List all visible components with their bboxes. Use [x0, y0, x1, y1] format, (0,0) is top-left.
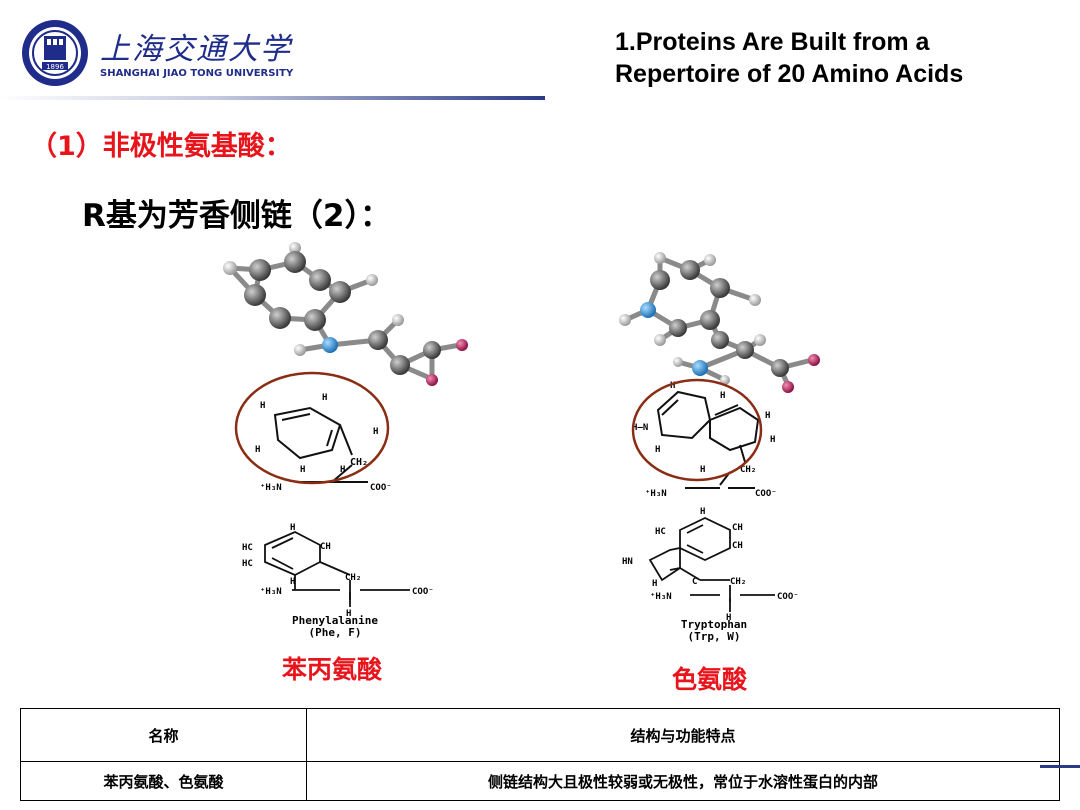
tryptophan-label-cn: 色氨酸 [672, 665, 748, 694]
tryptophan-structural-formula: H HC CH CH HN H C CH₂ ⁺H₃N COO⁻ H Trypto… [622, 507, 799, 643]
amino-acid-info-table: 名称 结构与功能特点 苯丙氨酸、色氨酸 侧链结构大且极性较弱或无极性，常位于水溶… [20, 708, 1060, 801]
phenylalanine-ball-stick-model [223, 242, 468, 386]
svg-text:CH₂: CH₂ [740, 465, 756, 475]
section-subheading: R基为芳香侧链（2）： [82, 198, 391, 234]
svg-text:H: H [290, 577, 295, 587]
svg-text:H: H [770, 435, 775, 445]
svg-text:⁺H₃N: ⁺H₃N [645, 489, 667, 499]
svg-text:H: H [700, 507, 705, 517]
svg-text:CH: CH [732, 523, 743, 533]
phenylalanine-highlight-circle [234, 371, 390, 485]
header-divider [0, 96, 545, 100]
amino-acid-structures-figure: H H H H H H CH₂ ⁺H₃N COO⁻ H HC HC CH H C… [223, 242, 820, 643]
svg-text:H: H [670, 381, 675, 391]
svg-text:H: H [300, 465, 305, 475]
table-row: 苯丙氨酸、色氨酸 侧链结构大且极性较弱或无极性，常位于水溶性蛋白的内部 [20, 761, 1060, 801]
svg-text:HC: HC [655, 527, 666, 537]
svg-text:COO⁻: COO⁻ [755, 489, 777, 499]
svg-text:HC: HC [242, 543, 253, 553]
svg-text:H: H [652, 579, 657, 589]
svg-text:⁺H₃N: ⁺H₃N [260, 483, 282, 493]
svg-text:H: H [346, 609, 351, 619]
phenylalanine-abbrev: (Phe, F) [309, 626, 362, 639]
svg-text:H: H [726, 613, 731, 623]
svg-text:⁺H₃N: ⁺H₃N [260, 587, 282, 597]
svg-text:COO⁻: COO⁻ [777, 592, 799, 602]
svg-text:H: H [340, 465, 345, 475]
svg-text:H: H [720, 391, 725, 401]
phenylalanine-structural-formula: H HC HC CH H CH₂ ⁺H₃N COO⁻ H Phenylalani… [242, 523, 434, 639]
university-name-cn: 上海交通大学 [100, 32, 292, 67]
phenylalanine-name: Phenylalanine [292, 614, 378, 627]
table-header-cell: 名称 [20, 708, 307, 762]
svg-text:H: H [260, 401, 265, 411]
svg-text:CH₂: CH₂ [730, 577, 746, 587]
svg-text:CH₂: CH₂ [350, 457, 368, 468]
tryptophan-side-chain-formula: H H H H–N H H H CH₂ ⁺H₃N COO⁻ [632, 381, 777, 499]
svg-text:H–N: H–N [632, 423, 648, 433]
svg-text:C: C [692, 577, 697, 587]
svg-text:H: H [322, 393, 327, 403]
svg-text:CH: CH [320, 542, 331, 552]
svg-text:COO⁻: COO⁻ [412, 587, 434, 597]
university-name-en: SHANGHAI JIAO TONG UNIVERSITY [100, 68, 294, 79]
svg-text:COO⁻: COO⁻ [370, 483, 392, 493]
section-heading: （1）非极性氨基酸： [30, 131, 292, 162]
phenylalanine-label-cn: 苯丙氨酸 [282, 655, 383, 684]
seal-year: 1896 [46, 63, 64, 71]
table-cell: 侧链结构大且极性较弱或无极性，常位于水溶性蛋白的内部 [306, 761, 1060, 801]
svg-text:CH: CH [732, 541, 743, 551]
svg-text:H: H [255, 445, 260, 455]
phenylalanine-side-chain-formula: H H H H H H CH₂ ⁺H₃N COO⁻ [255, 393, 392, 493]
svg-text:HC: HC [242, 559, 253, 569]
tryptophan-ball-stick-model [619, 252, 820, 393]
svg-text:H: H [655, 445, 660, 455]
svg-text:CH₂: CH₂ [345, 573, 361, 583]
svg-text:H: H [290, 523, 295, 533]
table-cell: 苯丙氨酸、色氨酸 [20, 761, 307, 801]
svg-text:H: H [700, 465, 705, 475]
table-header-cell: 结构与功能特点 [306, 708, 1060, 762]
tryptophan-name: Tryptophan [681, 618, 747, 631]
tryptophan-highlight-circle [631, 378, 763, 482]
university-seal-icon: 1896 [22, 20, 88, 86]
table-header-row: 名称 结构与功能特点 [20, 708, 1060, 762]
svg-text:HN: HN [622, 557, 633, 567]
tryptophan-abbrev: (Trp, W) [688, 630, 741, 643]
slide-title: 1.Proteins Are Built from a Repertoire o… [615, 28, 964, 88]
svg-text:H: H [765, 411, 770, 421]
svg-text:⁺H₃N: ⁺H₃N [650, 592, 672, 602]
footer-divider [1040, 765, 1080, 768]
svg-text:H: H [373, 427, 378, 437]
